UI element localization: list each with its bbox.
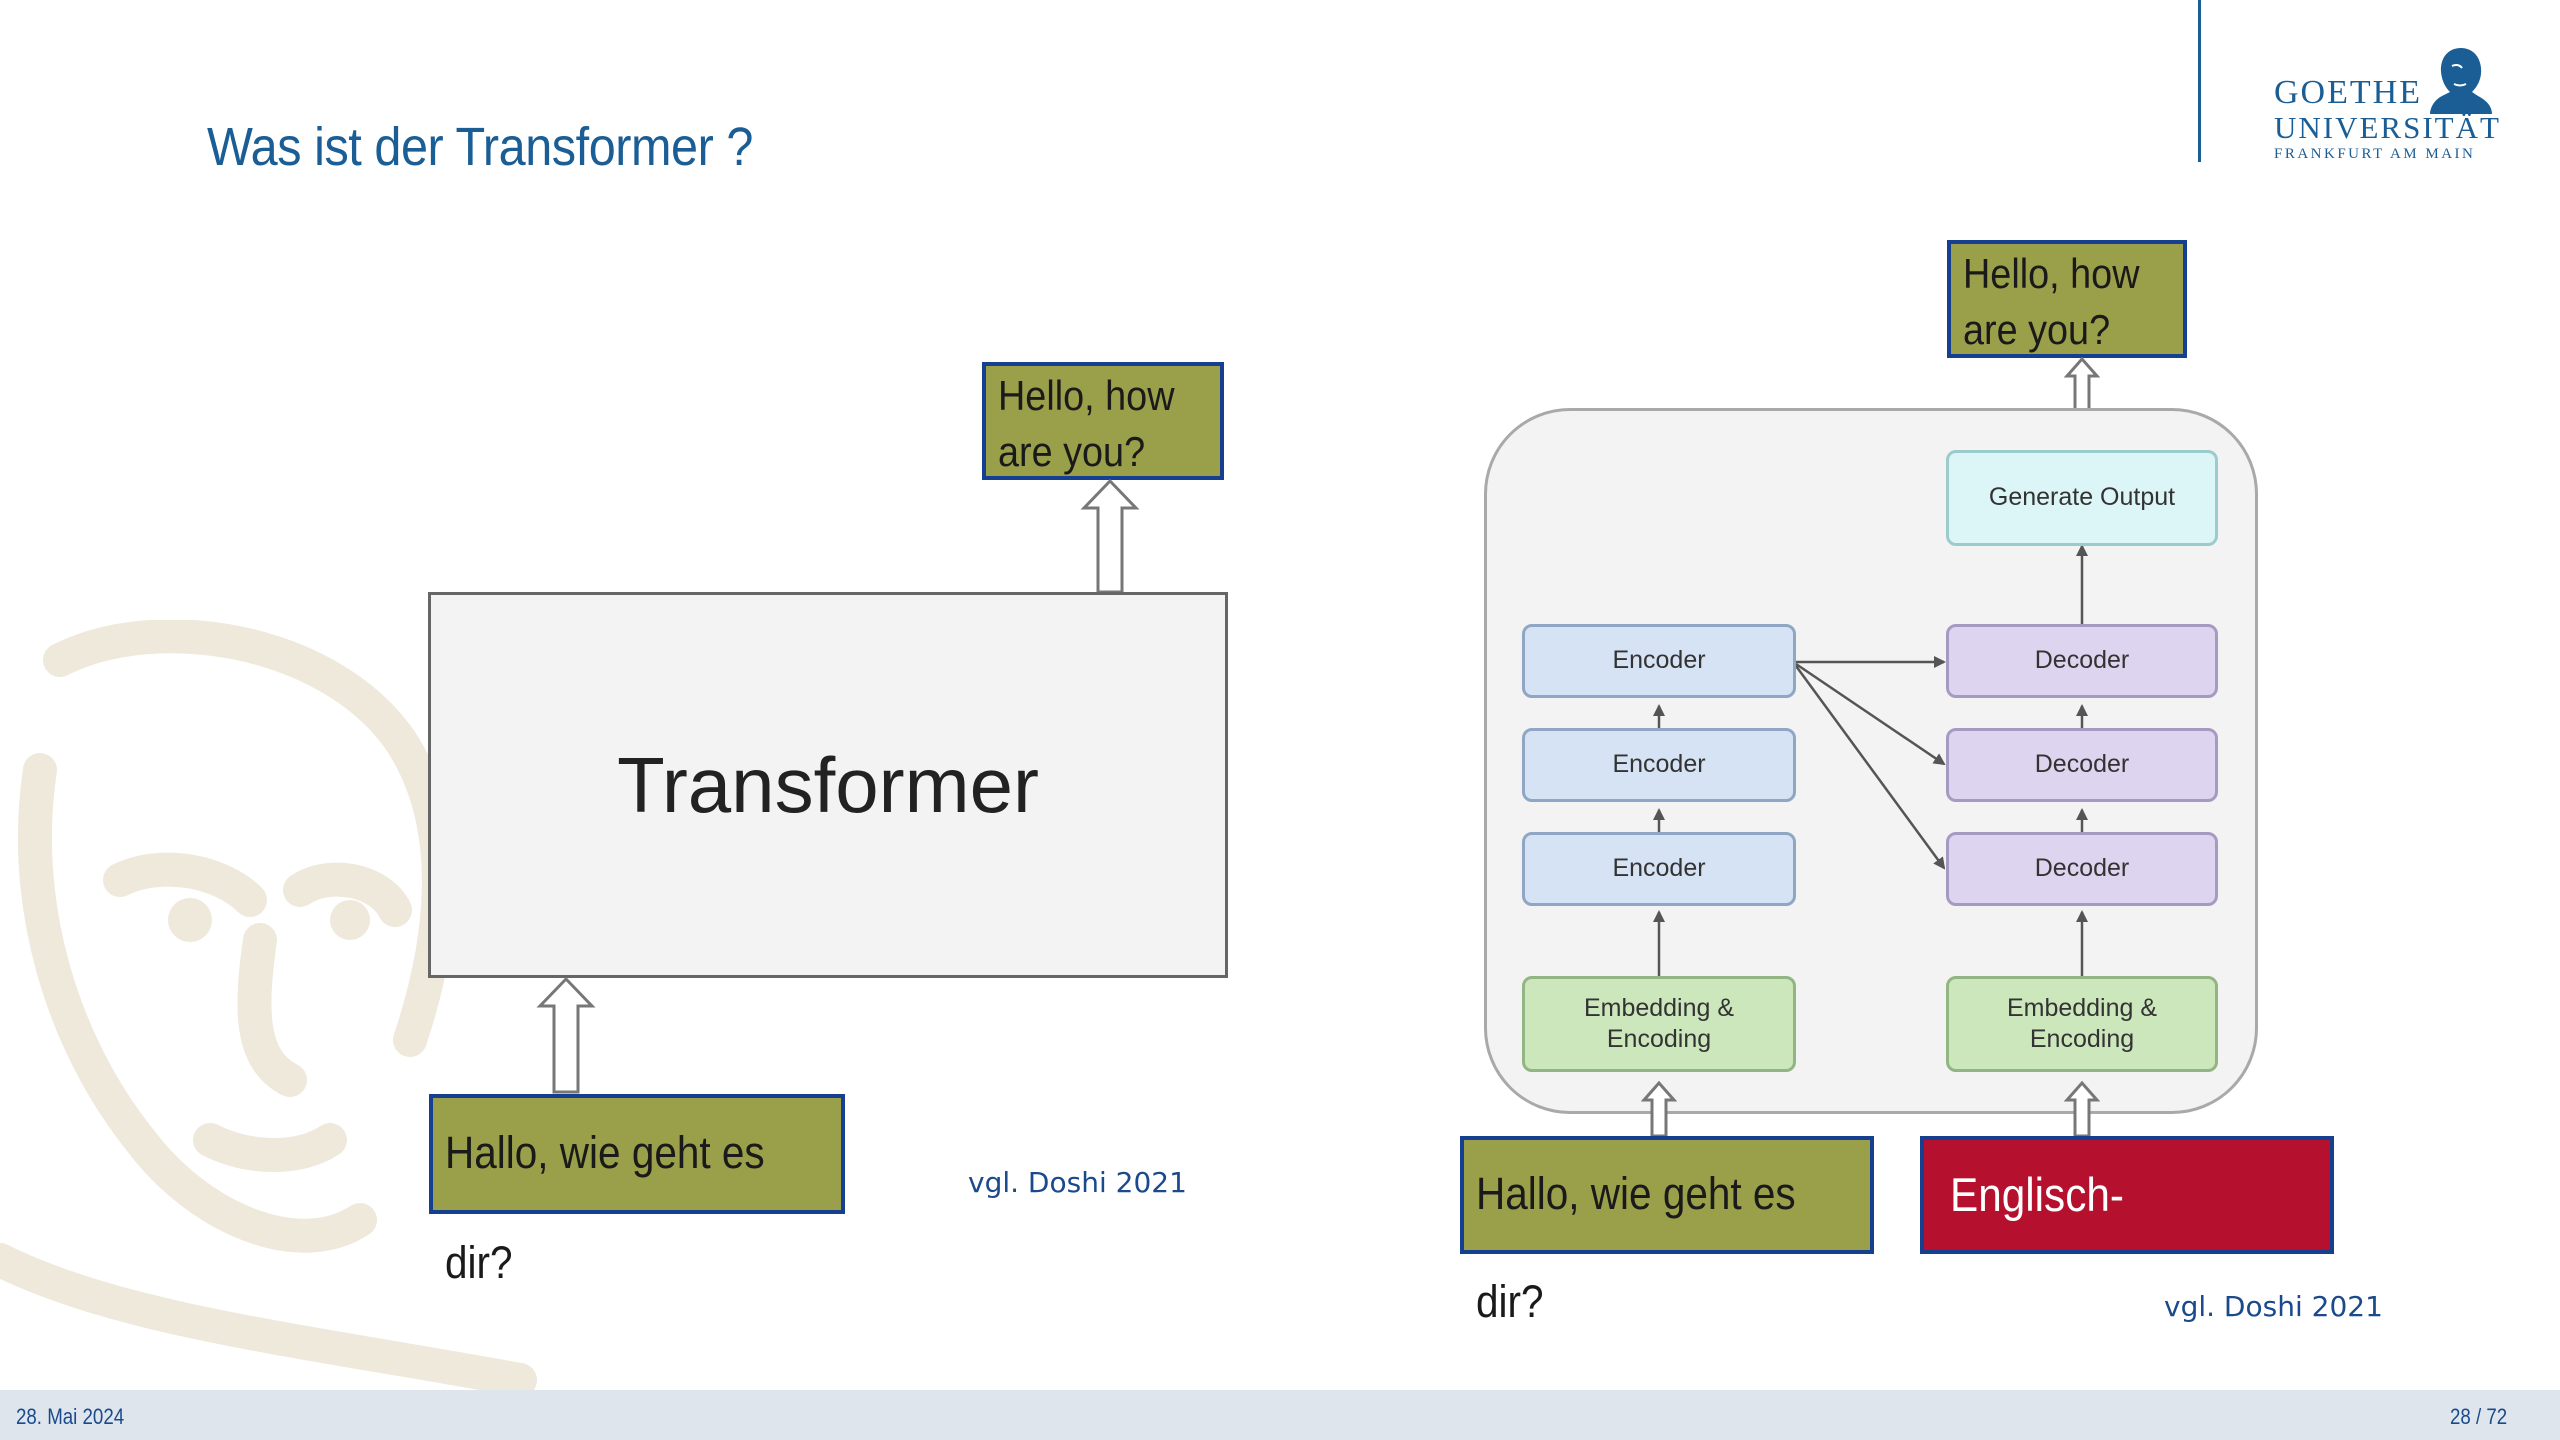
logo-text-goethe: GOETHE <box>2274 74 2422 111</box>
right-citation: vgl. Doshi 2021 <box>2164 1290 2383 1323</box>
dictionary-box: Englisch-Wörterbuch <box>1920 1136 2334 1331</box>
embedding-node-right: Embedding & Encoding <box>1946 976 2218 1072</box>
right-output-line2: are you? <box>1963 306 2111 353</box>
encoder-node-bottom: Encoder <box>1522 832 1796 906</box>
transformer-block: Transformer <box>428 592 1228 978</box>
embedding-right-line1: Embedding & <box>2006 993 2158 1022</box>
footer-page-number: 28 / 72 <box>2450 1404 2508 1429</box>
embedding-right-line2: Encoding <box>2029 1025 2135 1053</box>
embedding-left-line2: Encoding <box>1606 1025 1712 1053</box>
goethe-bust-icon <box>2430 48 2492 114</box>
transformer-label: Transformer <box>617 740 1039 829</box>
encoder-node-middle: Encoder <box>1522 728 1796 802</box>
embedding-node-left: Embedding & Encoding <box>1522 976 1796 1072</box>
logo-text-frankfurt: FRANKFURT AM MAIN <box>2274 146 2476 162</box>
dictionary-text: Englisch-Wörterbuch <box>1950 1168 2169 1331</box>
left-input-text: Hallo, wie geht es dir? <box>445 1127 765 1288</box>
left-output-box: Hello, how are you? <box>982 362 1224 480</box>
logo-text-universitaet: UNIVERSITÄT <box>2274 110 2501 145</box>
generate-output-node: Generate Output <box>1946 450 2218 546</box>
right-input-text: Hallo, wie geht es dir? <box>1476 1168 1796 1327</box>
decoder-node-middle: Decoder <box>1946 728 2218 802</box>
footer-date: 28. Mai 2024 <box>16 1404 125 1429</box>
left-input-box: Hallo, wie geht es dir? <box>429 1094 845 1288</box>
right-output-line1: Hello, how <box>1963 250 2140 297</box>
footer-bar <box>0 1390 2560 1440</box>
left-output-line2: are you? <box>998 428 1146 475</box>
left-output-line1: Hello, how <box>998 372 1175 419</box>
embedding-left-line1: Embedding & <box>1583 993 1735 1022</box>
right-input-arrow-right <box>2064 1080 2100 1138</box>
left-input-arrow <box>536 976 596 1094</box>
left-output-arrow <box>1080 478 1140 594</box>
connector-lines <box>1653 544 2088 976</box>
decoder-node-top: Decoder <box>1946 624 2218 698</box>
decoder-node-bottom: Decoder <box>1946 832 2218 906</box>
slide-title: Was ist der Transformer ? <box>207 117 753 177</box>
logo-divider <box>2198 0 2201 162</box>
right-input-arrow-left <box>1641 1080 1677 1138</box>
right-input-box: Hallo, wie geht es dir? <box>1460 1136 1874 1327</box>
right-output-box: Hello, how are you? <box>1947 240 2187 358</box>
goethe-university-logo: GOETHE UNIVERSITÄT FRANKFURT AM MAIN <box>2268 38 2508 178</box>
left-citation: vgl. Doshi 2021 <box>968 1166 1187 1199</box>
encoder-node-top: Encoder <box>1522 624 1796 698</box>
